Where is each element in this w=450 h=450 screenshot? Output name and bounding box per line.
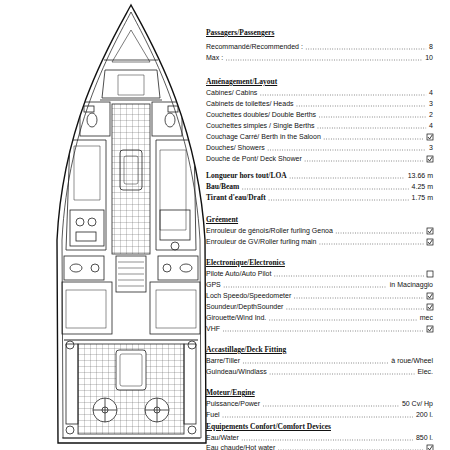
checkbox (427, 304, 433, 310)
spec-label: Cabinets de toilettes/ Heads (206, 99, 294, 108)
section-heading: Moteur/Engine (206, 388, 255, 397)
dot-leader (224, 287, 387, 288)
dot-leader (294, 298, 424, 299)
spec-label: Douche de Pont/ Deck Shower (206, 154, 302, 163)
dot-leader (324, 139, 424, 140)
spec-value: 13.66 m (408, 171, 433, 180)
checkbox (427, 271, 433, 277)
spec-value: 3 (429, 99, 433, 108)
dot-leader (260, 95, 426, 96)
section-heading: Passagers/Passengers (206, 28, 274, 37)
checkbox (427, 293, 433, 299)
section-heading: Aménagement/Layout (206, 77, 277, 86)
spec-value: 200 l. (416, 410, 433, 419)
spec-label: Longueur hors tout/LOA (206, 171, 287, 180)
dot-leader (270, 374, 415, 375)
spec-label: GPS (206, 280, 221, 289)
spec-value: 50 Cv/ Hp (402, 399, 433, 408)
dot-leader (318, 128, 427, 129)
spec-label: Enrouleur de GV/Roller furling main (206, 237, 317, 246)
checkbox (427, 228, 433, 234)
dot-leader (223, 417, 413, 418)
spec-label: Puissance/Power (206, 399, 260, 408)
spec-label: Fuel (206, 410, 220, 419)
spec-label: Enrouleur de génois/Roller furling Genoa (206, 226, 333, 235)
dot-leader (306, 49, 426, 50)
spec-value: mec (420, 313, 433, 322)
dot-leader (320, 244, 425, 245)
check-mark (428, 294, 432, 298)
spec-value: 8 (429, 42, 433, 51)
check-mark (428, 446, 432, 450)
dot-leader (268, 150, 426, 151)
spec-label: Cabines/ Cabins (206, 88, 257, 97)
check-mark (428, 305, 432, 309)
spec-label: Tirant d'eau/Draft (206, 193, 266, 202)
spec-label: Soundeur/DepthSounder (206, 302, 283, 311)
spec-value: 850 l. (416, 433, 433, 442)
dot-leader (223, 331, 424, 332)
section-heading: Electronique/Electronics (206, 258, 285, 267)
spec-value: à roue/Wheel (391, 356, 433, 365)
spec-label: Bau/Beam (206, 182, 239, 191)
spec-label: Pilote Auto/Auto Pilot (206, 269, 271, 278)
dot-leader (242, 440, 413, 441)
spec-value: 4.25 m (412, 182, 433, 191)
spec-label: Recommandé/Recommended : (206, 42, 303, 51)
spec-value: 2 (429, 110, 433, 119)
dot-leader (286, 309, 424, 310)
spec-label: Douches/ Showers (206, 143, 265, 152)
checkbox (427, 239, 433, 245)
spec-value: 4 (429, 121, 433, 130)
spec-label: Girouette/Wind Ind. (206, 313, 266, 322)
dot-leader (336, 233, 424, 234)
dot-leader (242, 189, 408, 190)
spec-value: 1.75 m (412, 193, 433, 202)
dot-leader (297, 106, 427, 107)
checkbox (427, 445, 433, 450)
dot-leader (319, 117, 426, 118)
check-mark (428, 240, 432, 244)
section-heading: Gréement (206, 215, 238, 224)
check-mark (428, 135, 432, 139)
spec-label: Couchettes simples / Single Berths (206, 121, 315, 130)
spec-label: Barre/Tiller (206, 356, 240, 365)
spec-label: Eau/Water (206, 433, 239, 442)
spec-label: Max : (206, 53, 223, 62)
check-mark (428, 229, 432, 233)
spec-label: VHF (206, 324, 220, 333)
dot-leader (269, 200, 409, 201)
checkbox (427, 156, 433, 162)
section-heading: Equipements Confort/Comfort Devices (206, 422, 331, 431)
dot-leader (290, 178, 405, 179)
dot-leader (269, 320, 416, 321)
spec-value: Elec. (417, 367, 433, 376)
dot-leader (305, 161, 424, 162)
spec-label: Guindeau/Windlass (206, 367, 267, 376)
dot-leader (243, 363, 388, 364)
spec-value: 3 (429, 143, 433, 152)
spec-label: Couchettes doubles/ Double Berths (206, 110, 316, 119)
spec-value: in Macinaggio (390, 280, 433, 289)
checkbox (427, 134, 433, 140)
dot-leader (263, 406, 399, 407)
section-heading: Accastillage/Deck Fitting (206, 345, 286, 354)
spec-value: 4 (429, 88, 433, 97)
spec-value: 10 (425, 53, 433, 62)
boat-layout-drawing (0, 0, 212, 450)
dot-leader (226, 60, 422, 61)
checkbox (427, 326, 433, 332)
spec-label: Eau chaude/Hot water (206, 443, 275, 450)
spec-label: Couchage Carré/ Berth in the Saloon (206, 132, 321, 141)
check-mark (428, 327, 432, 331)
dot-leader (274, 276, 424, 277)
spec-label: Loch Speedo/Speedometer (206, 291, 291, 300)
check-mark (428, 157, 432, 161)
